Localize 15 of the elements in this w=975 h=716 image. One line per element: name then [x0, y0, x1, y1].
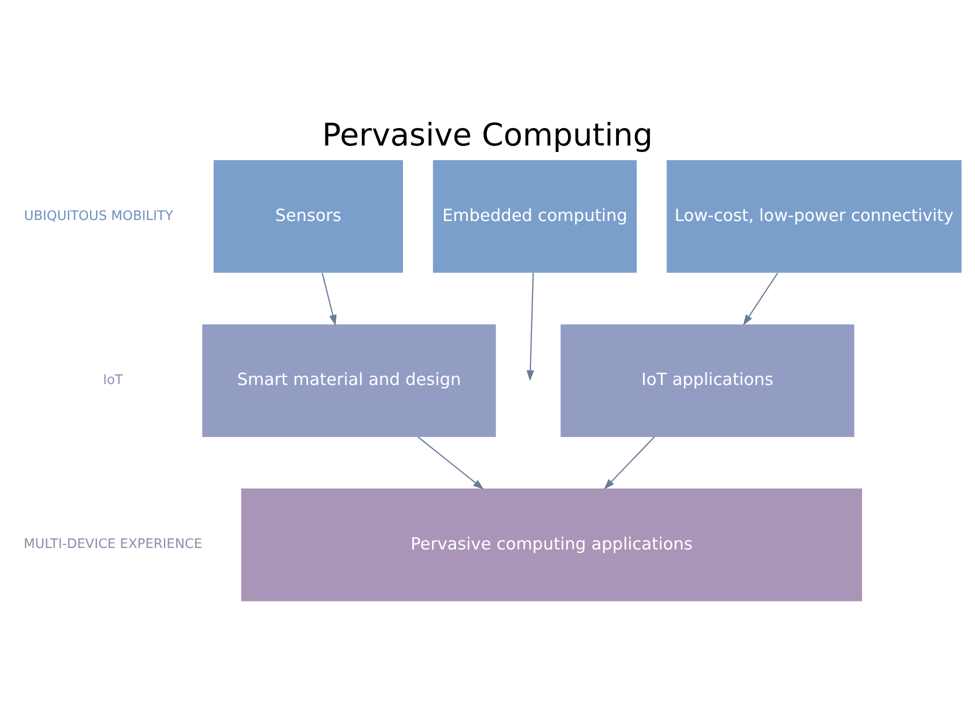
arrow: [604, 436, 655, 489]
diagram-title: Pervasive Computing: [322, 117, 653, 154]
node-box: Smart material and design: [202, 324, 496, 436]
arrow: [526, 272, 534, 381]
arrow: [322, 272, 337, 326]
node-box: Low-cost, low-power connectivity: [666, 160, 962, 272]
label: MULTI-DEVICE EXPERIENCE: [24, 536, 202, 552]
node-box: Pervasive computing applications: [241, 488, 862, 601]
arrow: [743, 272, 778, 325]
label: UBIQUITOUS MOBILITY: [24, 208, 174, 224]
arrow: [418, 436, 484, 490]
node-box: Sensors: [214, 160, 403, 272]
node-box: Embedded computing: [432, 160, 637, 272]
label: IoT: [102, 372, 123, 388]
node-box: IoT applications: [560, 324, 854, 436]
